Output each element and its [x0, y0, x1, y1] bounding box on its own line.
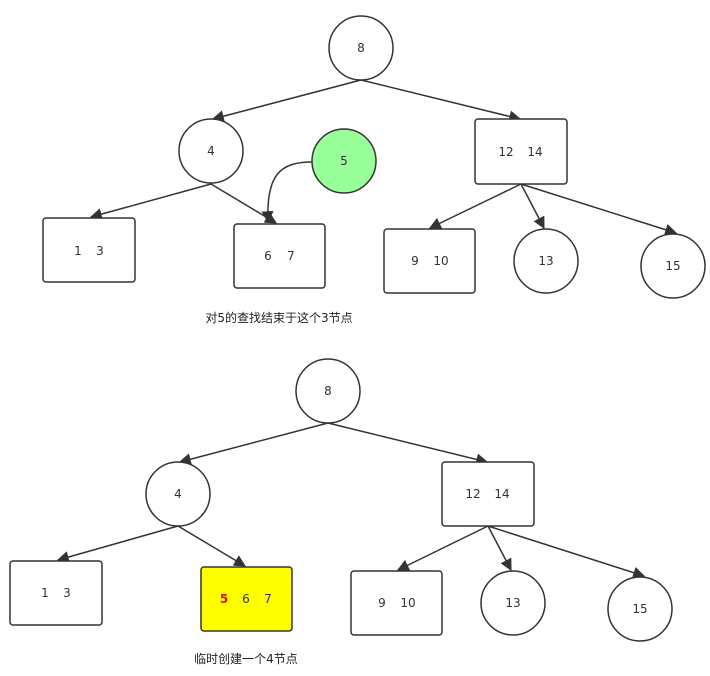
node-left-left: 1 3	[42, 217, 136, 283]
node2-left-left-key-2: 3	[63, 586, 71, 600]
node2-root-label: 8	[324, 384, 332, 398]
node-right-left-key-2: 10	[433, 254, 448, 268]
edge2-right-rm	[487, 525, 512, 572]
edge-left-lr	[210, 183, 278, 224]
node2-right-right-label: 15	[632, 602, 647, 616]
edge-left-ll	[89, 183, 212, 220]
diagram-2-temp-4node: 8 4 12 14 1 3 5 6 7 9 10	[9, 358, 673, 666]
node2-temp-key-3: 7	[264, 592, 272, 606]
node-inserting-label: 5	[340, 154, 348, 168]
caption-2: 临时创建一个4节点	[194, 652, 298, 666]
edge2-root-right	[327, 422, 489, 466]
edge-root-right	[360, 79, 522, 123]
node-root-label: 8	[357, 41, 365, 55]
edge-right-rl	[428, 183, 522, 229]
node2-temp-key-2: 6	[242, 592, 250, 606]
node-inserting: 5	[311, 128, 377, 194]
node-left-right-key-1: 6	[264, 249, 272, 263]
edge2-left-temp	[177, 525, 247, 567]
node2-right-middle-label: 13	[505, 596, 520, 610]
caption-1: 对5的查找结束于这个3节点	[205, 310, 352, 325]
node-right: 12 14	[474, 118, 568, 185]
node-left-right: 6 7	[233, 223, 326, 289]
node2-root: 8	[295, 358, 361, 424]
node2-right-right: 15	[607, 576, 673, 642]
node-left-right-key-2: 7	[287, 249, 295, 263]
edge2-left-ll	[56, 525, 179, 563]
node2-temp-key-1: 5	[220, 592, 228, 606]
node-right-key-2: 14	[527, 145, 542, 159]
node2-right-middle: 13	[480, 570, 546, 636]
node2-left-label: 4	[174, 487, 182, 501]
node2-temp-4node: 5 6 7	[200, 566, 293, 632]
node-right-left-key-1: 9	[411, 254, 419, 268]
node-right-right: 15	[640, 233, 706, 299]
edge2-root-left	[178, 422, 329, 466]
node2-left: 4	[145, 461, 211, 527]
node-right-middle-label: 13	[538, 254, 553, 268]
edge-right-rr	[520, 183, 678, 236]
edge2-right-rr	[487, 525, 646, 579]
diagram-1-search: 8 4 5 12 14 1 3 6 7	[42, 15, 706, 325]
edge-right-rm	[520, 183, 545, 230]
node2-right-key-2: 14	[494, 487, 509, 501]
node2-left-left: 1 3	[9, 560, 103, 626]
node-left: 4	[178, 118, 244, 184]
node-left-left-key-2: 3	[96, 244, 104, 258]
edge-root-left	[211, 79, 362, 123]
node-left-label: 4	[207, 144, 215, 158]
edge-insert-curve	[261, 161, 313, 224]
node-root: 8	[328, 15, 394, 81]
node2-right-left-key-1: 9	[378, 596, 386, 610]
node-right-right-label: 15	[665, 259, 680, 273]
node2-left-left-key-1: 1	[41, 586, 49, 600]
node2-right-key-1: 12	[465, 487, 480, 501]
node2-right: 12 14	[441, 461, 535, 527]
node2-right-left: 9 10	[350, 570, 443, 636]
node2-right-left-key-2: 10	[400, 596, 415, 610]
node-right-middle: 13	[513, 228, 579, 294]
node-left-left-key-1: 1	[74, 244, 82, 258]
edge2-right-rl	[396, 525, 489, 571]
node-right-key-1: 12	[498, 145, 513, 159]
node-right-left: 9 10	[383, 228, 476, 294]
